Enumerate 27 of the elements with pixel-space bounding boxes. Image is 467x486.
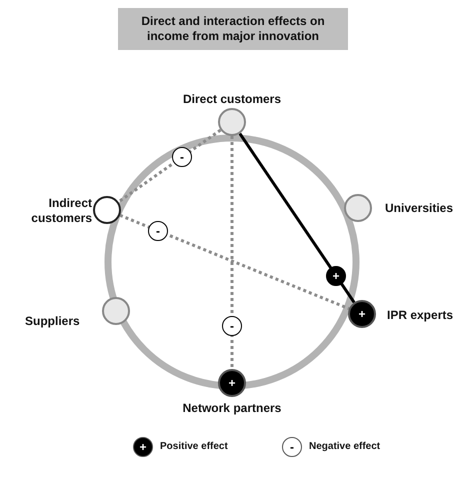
node-circle <box>218 108 246 136</box>
dashed-line <box>119 214 350 310</box>
node-circle <box>348 300 376 328</box>
node-label: Direct customers <box>182 92 282 107</box>
dashed-line <box>230 136 234 369</box>
sign: + <box>228 376 236 390</box>
node-label: Network partners <box>182 401 282 416</box>
legend-symbol: + <box>133 437 153 457</box>
node-circle <box>344 194 372 222</box>
title-banner: Direct and interaction effects on income from major innovation <box>118 8 348 50</box>
line <box>238 132 356 304</box>
node-label: IPR experts <box>387 308 454 323</box>
effect-marker: - <box>172 147 192 168</box>
sign: + <box>358 307 366 321</box>
effect-marker: - <box>222 316 242 336</box>
node-circle <box>93 196 121 224</box>
effect-marker: - <box>148 220 168 241</box>
node-label: Indirect customers <box>30 196 92 226</box>
node-label: Universities <box>385 201 454 216</box>
legend-text: Negative effect <box>309 440 380 453</box>
legend-text: Positive effect <box>160 440 228 453</box>
effect-marker: + <box>326 266 346 286</box>
legend-symbol: - <box>282 437 302 457</box>
node-circle <box>102 297 130 325</box>
node-circle <box>218 369 246 397</box>
node-label: Suppliers <box>25 314 80 329</box>
dashed-line <box>118 128 222 204</box>
